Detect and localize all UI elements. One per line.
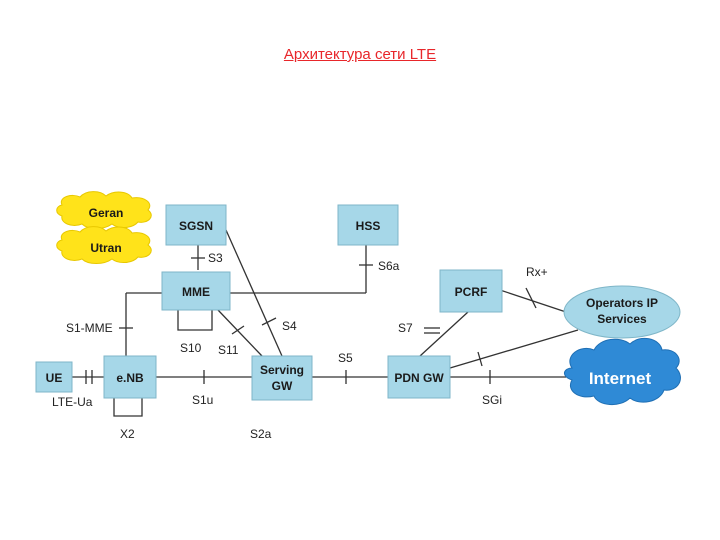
operators-ip-services-node: Operators IP Services xyxy=(564,286,680,338)
enb-node: e.NB xyxy=(104,356,156,398)
tick-s4 xyxy=(262,318,276,325)
s10-label: S10 xyxy=(180,341,202,355)
link-pdn-operators xyxy=(450,330,578,368)
pdn-gw-node: PDN GW xyxy=(388,356,450,398)
operators-label-line1: Operators IP xyxy=(586,296,658,310)
mme-node: MME xyxy=(162,272,230,310)
pcrf-label: PCRF xyxy=(455,285,488,299)
link-x2-loop xyxy=(114,398,142,416)
s1-mme-label: S1-MME xyxy=(66,321,113,335)
pcrf-node: PCRF xyxy=(440,270,502,312)
serving-gw-label-line2: GW xyxy=(272,379,293,393)
geran-cloud: Geran xyxy=(57,192,152,229)
serving-gw-label-line1: Serving xyxy=(260,363,304,377)
enb-label: e.NB xyxy=(116,371,144,385)
s2a-label: S2a xyxy=(250,427,272,441)
serving-gw-node: Serving GW xyxy=(252,356,312,400)
hss-node: HSS xyxy=(338,205,398,245)
internet-cloud: Internet xyxy=(564,338,680,404)
sgsn-label: SGSN xyxy=(179,219,213,233)
s6a-label: S6a xyxy=(378,259,400,273)
rx-label: Rx+ xyxy=(526,265,548,279)
pdn-gw-label: PDN GW xyxy=(394,371,444,385)
internet-label: Internet xyxy=(589,369,652,388)
tick-rx xyxy=(526,288,536,308)
geran-label: Geran xyxy=(89,206,124,220)
ue-label: UE xyxy=(46,371,63,385)
x2-label: X2 xyxy=(120,427,135,441)
s11-label: S11 xyxy=(218,343,239,357)
sgi-label: SGi xyxy=(482,393,502,407)
operators-label-line2: Services xyxy=(597,312,647,326)
s7-label: S7 xyxy=(398,321,413,335)
s4-label: S4 xyxy=(282,319,297,333)
utran-label: Utran xyxy=(90,241,121,255)
ue-node: UE xyxy=(36,362,72,392)
hss-label: HSS xyxy=(356,219,381,233)
s5-label: S5 xyxy=(338,351,353,365)
link-pdn-pcrf xyxy=(420,312,468,356)
sgsn-node: SGSN xyxy=(166,205,226,245)
s1u-label: S1u xyxy=(192,393,213,407)
utran-cloud: Utran xyxy=(57,227,152,264)
s3-label: S3 xyxy=(208,251,223,265)
link-s10-loop xyxy=(178,310,212,330)
lte-ua-label: LTE-Ua xyxy=(52,395,93,409)
mme-label: MME xyxy=(182,285,210,299)
